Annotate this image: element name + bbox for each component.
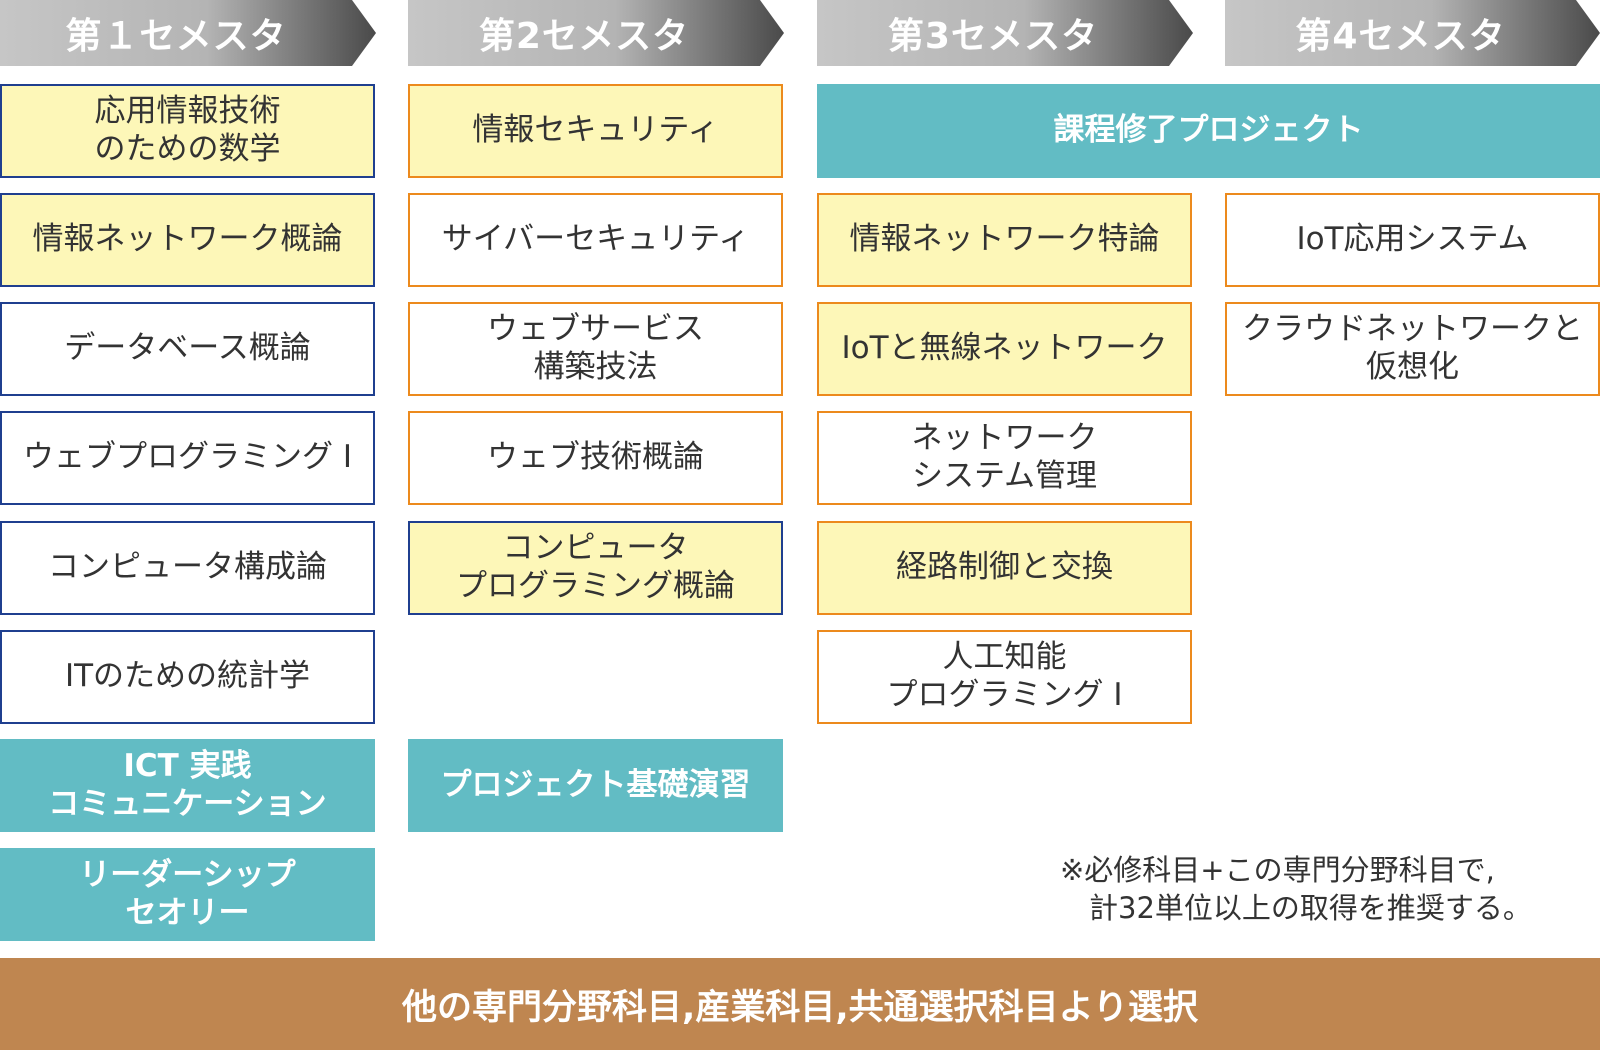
capstone-project-box: 課程修了プロジェクト — [817, 84, 1600, 178]
course-box: 応用情報技術 のための数学 — [0, 84, 375, 178]
semester-2-header: 第2セメスタ — [408, 0, 784, 66]
course-box: ネットワーク システム管理 — [817, 411, 1192, 505]
semester-4-header: 第4セメスタ — [1225, 0, 1600, 66]
course-box: ウェブサービス 構築技法 — [408, 302, 783, 396]
course-box: 情報ネットワーク特論 — [817, 193, 1192, 287]
course-box: サイバーセキュリティ — [408, 193, 783, 287]
course-box: 情報ネットワーク概論 — [0, 193, 375, 287]
course-box: コンピュータ プログラミング概論 — [408, 521, 783, 615]
practice-box: リーダーシップ セオリー — [0, 848, 375, 941]
course-box: 人工知能 プログラミング Ⅰ — [817, 630, 1192, 724]
course-box: クラウドネットワークと 仮想化 — [1225, 302, 1600, 396]
course-box: ウェブプログラミング Ⅰ — [0, 411, 375, 505]
practice-box: ICT 実践 コミュニケーション — [0, 739, 375, 832]
course-box: 経路制御と交換 — [817, 521, 1192, 615]
course-box: ウェブ技術概論 — [408, 411, 783, 505]
semester-1-header: 第１セメスタ — [0, 0, 376, 66]
course-box: コンピュータ構成論 — [0, 521, 375, 615]
course-box: データベース概論 — [0, 302, 375, 396]
practice-box: プロジェクト基礎演習 — [408, 739, 783, 832]
course-box: IoT応用システム — [1225, 193, 1600, 287]
credit-note: ※必修科目+この専門分野科目で, 計32単位以上の取得を推奨する。 — [1060, 853, 1532, 925]
course-box: 情報セキュリティ — [408, 84, 783, 178]
semester-3-header: 第3セメスタ — [817, 0, 1193, 66]
course-box: IoTと無線ネットワーク — [817, 302, 1192, 396]
course-box: ITのための統計学 — [0, 630, 375, 724]
elective-bar: 他の専門分野科目,産業科目,共通選択科目より選択 — [0, 958, 1600, 1050]
